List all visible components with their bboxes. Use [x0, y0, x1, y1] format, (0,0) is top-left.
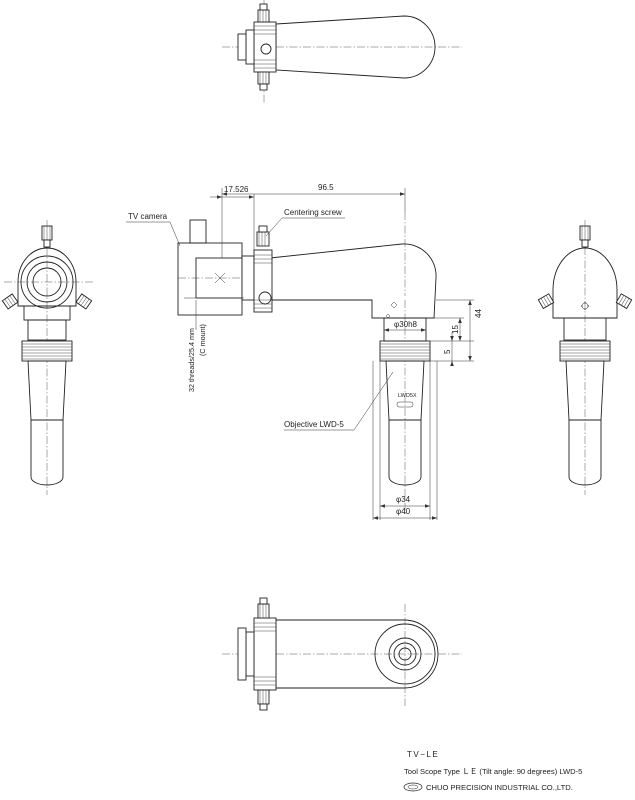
left-view — [1, 220, 94, 495]
dim-96-5: 96.5 — [318, 183, 334, 192]
title-block: TV−LE Tool Scope Type ＬＥ (Tilt angle: 90… — [403, 750, 582, 792]
leader-lines — [126, 217, 394, 431]
dim-5: 5 — [443, 349, 452, 354]
top-view — [222, 0, 462, 104]
product-description: Tool Scope Type ＬＥ (Tilt angle: 90 degre… — [404, 767, 582, 776]
dim-phi-34: φ34 — [396, 495, 411, 504]
front-view — [177, 212, 437, 515]
dim-44: 44 — [474, 309, 483, 318]
dim-phi-40: φ40 — [396, 507, 411, 516]
c-mount-label: (C mount) — [198, 324, 207, 356]
right-view — [537, 220, 633, 495]
threads-label: 32 threads/25.4 mm — [187, 328, 196, 392]
model-code: TV−LE — [407, 750, 439, 759]
tv-camera-label: TV camera — [128, 212, 168, 221]
objective-label: Objective LWD-5 — [284, 420, 344, 429]
company-logo — [403, 782, 423, 792]
dimension-lines — [184, 188, 474, 520]
dim-15: 15 — [451, 325, 460, 334]
bottom-view — [222, 597, 462, 711]
dim-phi-30h8: φ30h8 — [394, 320, 418, 329]
lens-mark: LWD5X — [398, 393, 417, 399]
dim-17-526: 17.526 — [224, 185, 249, 194]
company-name: CHUO PRECISION INDUSTRIAL CO.,LTD. — [426, 783, 573, 792]
centering-screw-label: Centering screw — [284, 208, 342, 217]
